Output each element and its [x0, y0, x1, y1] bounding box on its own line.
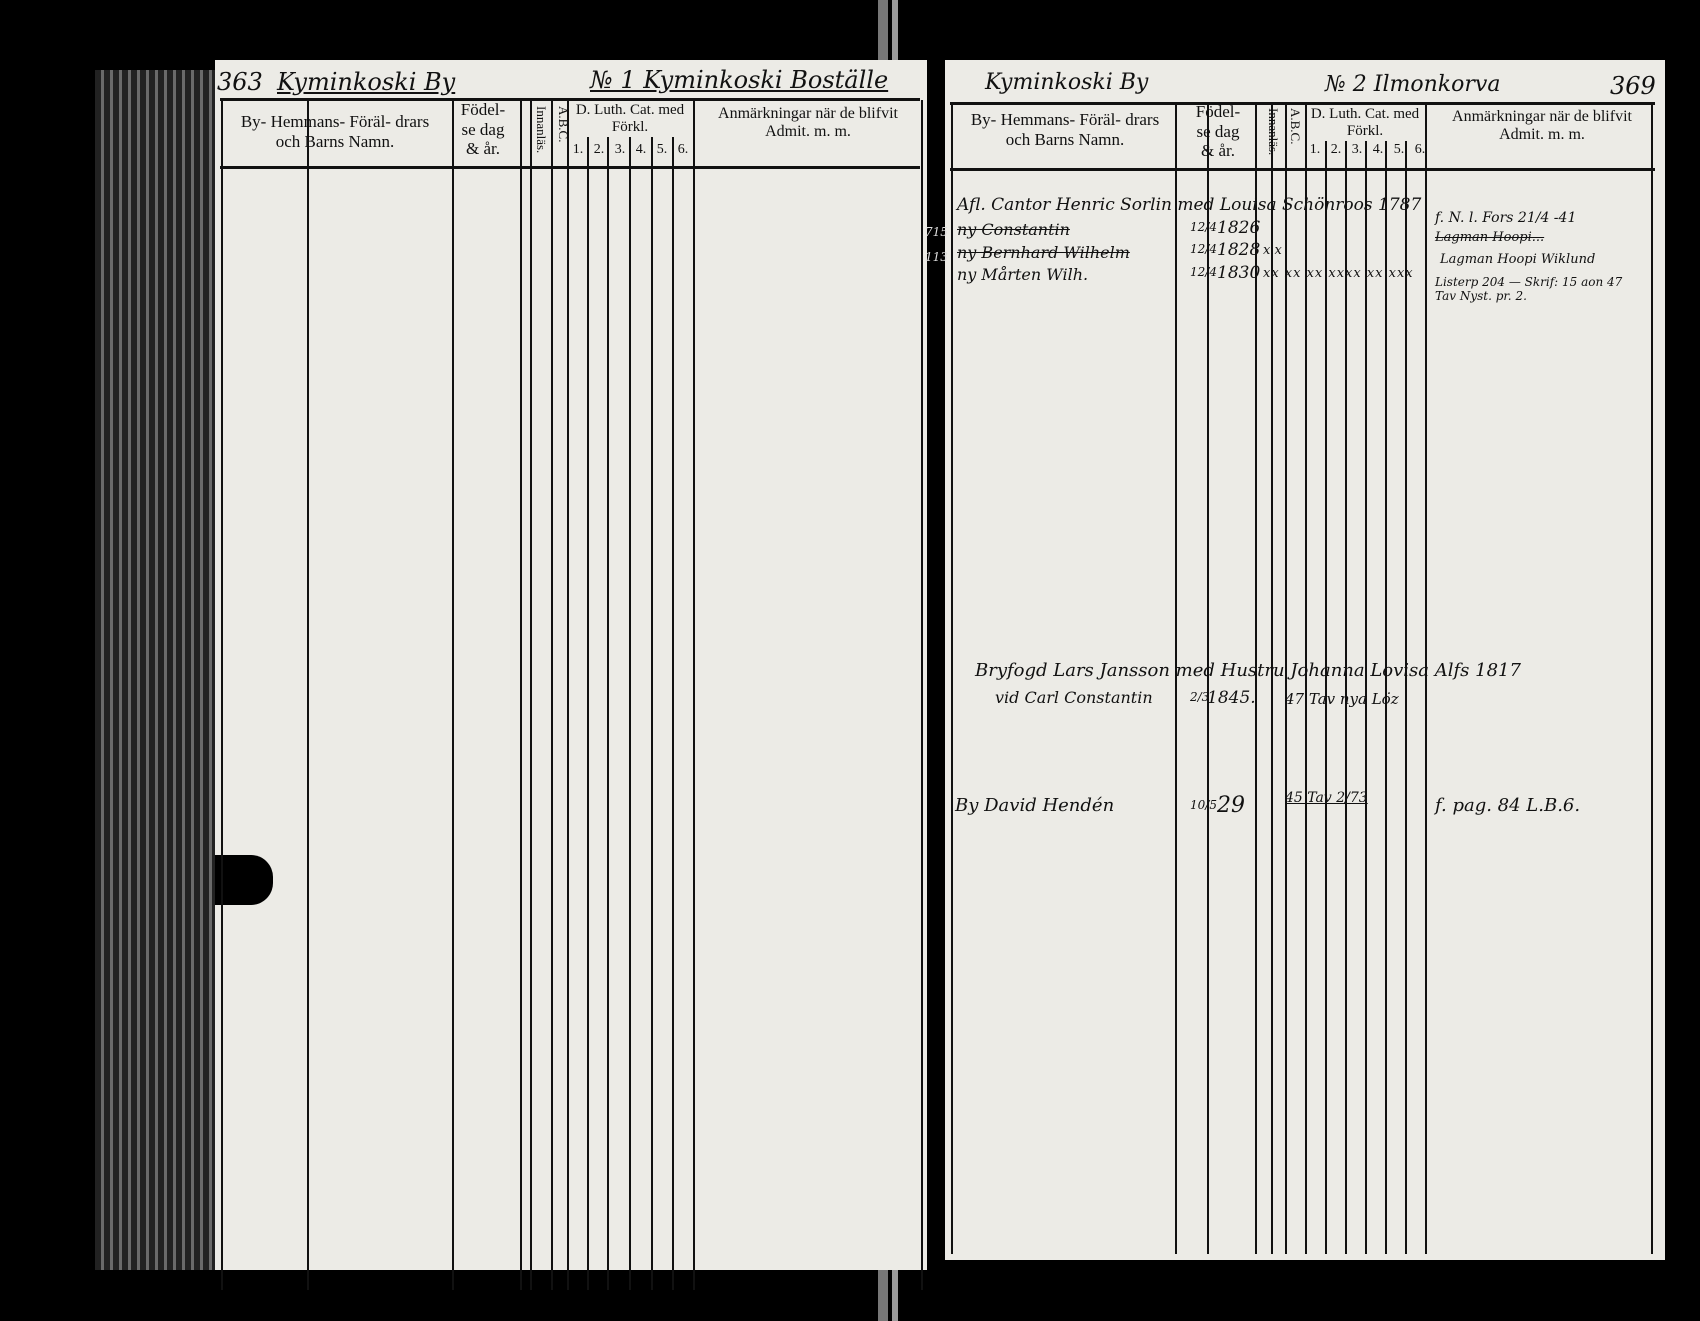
- header-bottom-rule: [220, 166, 920, 169]
- column-rule: [1425, 104, 1427, 1254]
- book-edge: [95, 70, 215, 1270]
- column-rule: [1207, 104, 1209, 1254]
- col-number-5: 5.: [656, 142, 668, 157]
- column-rule: [520, 100, 522, 1290]
- column-rule: [672, 136, 674, 1290]
- column-rule: [307, 100, 309, 1290]
- entry-birth-year: 1830: [1217, 263, 1261, 283]
- entry-remark: Lagman Hoopi...: [1435, 230, 1545, 245]
- entry-birth-year: 29: [1217, 793, 1245, 818]
- column-rule: [530, 100, 532, 1290]
- column-rule: [587, 136, 589, 1290]
- column-rule: [951, 104, 953, 1254]
- col-number-1: 1.: [572, 142, 584, 157]
- farm-heading: № 2 Ilmonkorva: [1325, 72, 1501, 97]
- entry-birth-date: 12/4: [1190, 242, 1217, 256]
- col-number-1: 1.: [1309, 142, 1321, 157]
- entry-birth-date: 2/3: [1190, 690, 1210, 704]
- col-number-3: 3.: [1351, 142, 1363, 157]
- page-number: 363: [217, 68, 263, 96]
- column-rule: [1385, 140, 1387, 1254]
- column-rule: [651, 136, 653, 1290]
- column-rule: [1345, 140, 1347, 1254]
- page-number: 369: [1610, 72, 1656, 100]
- column-rule: [221, 100, 223, 1290]
- col-abc-header: A.B.C.: [1287, 108, 1303, 145]
- col-names-header: By- Hemmans- Föräl- drars och Barns Namn…: [970, 110, 1160, 149]
- header-top-rule: [950, 102, 1655, 105]
- column-rule: [1175, 104, 1177, 1254]
- col-number-2: 2.: [593, 142, 605, 157]
- col-abc-header: A.B.C.: [555, 106, 571, 143]
- entry-remark: Listerp 204 — Skrif: 15 aon 47 Tav Nyst.…: [1435, 275, 1623, 303]
- entry-child-name: ny Mårten Wilh.: [957, 265, 1089, 284]
- margin-number: 113: [925, 250, 948, 264]
- entry-birth-year: 1845.: [1207, 688, 1256, 708]
- right-page: Kyminkoski By № 2 Ilmonkorva 369 By- Hem…: [925, 60, 1665, 1260]
- col-catechism-header: D. Luth. Cat. med Förkl.: [571, 102, 689, 137]
- entry-birth-year: 1826: [1217, 218, 1261, 238]
- col-reading-header: Innanläs.: [533, 106, 549, 154]
- column-rule: [629, 136, 631, 1290]
- header-bottom-rule: [950, 168, 1655, 171]
- farm-heading: № 1 Kyminkoski Boställe: [590, 66, 889, 94]
- column-rule: [1271, 104, 1273, 1254]
- column-rule: [693, 100, 695, 1290]
- column-rule: [1325, 140, 1327, 1254]
- col-remarks-header: Anmärkningar när de blifvit Admit. m. m.: [718, 105, 898, 141]
- entry-remark: 47 Tav nya Löz: [1285, 690, 1399, 708]
- col-number-3: 3.: [614, 142, 626, 157]
- column-rule: [1365, 140, 1367, 1254]
- entry-birth-date: 10/5: [1190, 798, 1217, 812]
- column-rule: [1405, 140, 1407, 1254]
- col-number-5: 5.: [1393, 142, 1405, 157]
- col-number-4: 4.: [635, 142, 647, 157]
- margin-number: 715: [925, 225, 948, 239]
- village-heading: Kyminkoski By: [985, 70, 1149, 95]
- column-rule: [1255, 104, 1257, 1254]
- col-number-6: 6.: [677, 142, 689, 157]
- entry-household-head: By David Hendén: [955, 795, 1115, 816]
- entry-marks: 45 Tav 2/73: [1285, 790, 1368, 806]
- column-rule: [452, 100, 454, 1290]
- column-rule: [921, 100, 923, 1290]
- entry-birth-date: 12/4: [1190, 220, 1217, 234]
- entry-marks: xx xx xx xxxx xx xxx: [1263, 266, 1414, 281]
- entry-remark: f. N. l. Fors 21/4 -41: [1435, 210, 1577, 226]
- column-rule: [1305, 104, 1307, 1254]
- column-rule: [1285, 104, 1287, 1254]
- header-top-rule: [220, 98, 920, 101]
- col-reading-header: Innanläs.: [1265, 108, 1281, 156]
- bookmark-tab: [215, 855, 273, 905]
- entry-child-name: ny Bernhard Wilhelm: [957, 243, 1130, 262]
- entry-birth-date: 12/4: [1190, 265, 1217, 279]
- col-number-6: 6.: [1414, 142, 1426, 157]
- entry-remark: Lagman Hoopi Wiklund: [1440, 252, 1596, 267]
- entry-birth-year: 1828: [1217, 240, 1261, 260]
- entry-remark: f. pag. 84 L.B.6.: [1435, 795, 1581, 816]
- entry-household-head: Afl. Cantor Henric Sorlin med Louisa Sch…: [957, 195, 1422, 215]
- entry-child-name: ny Constantin: [957, 220, 1070, 239]
- col-number-4: 4.: [1372, 142, 1384, 157]
- column-rule: [567, 100, 569, 1290]
- col-names-header: By- Hemmans- Föräl- drars och Barns Namn…: [240, 112, 430, 151]
- col-birth-header: Födel- se dag & år.: [460, 100, 506, 159]
- column-rule: [1651, 104, 1653, 1254]
- entry-marks: x x: [1263, 243, 1282, 258]
- col-number-2: 2.: [1330, 142, 1342, 157]
- column-rule: [551, 100, 553, 1290]
- left-page: 363 Kyminkoski By № 1 Kyminkoski Boställ…: [215, 60, 927, 1290]
- entry-child-name: vid Carl Constantin: [995, 688, 1153, 707]
- village-heading: Kyminkoski By: [277, 68, 456, 96]
- column-rule: [607, 136, 609, 1290]
- entry-household-head: Bryfogd Lars Jansson med Hustru Johanna …: [975, 660, 1521, 681]
- col-catechism-header: D. Luth. Cat. med Förkl.: [1307, 106, 1423, 141]
- col-remarks-header: Anmärkningar när de blifvit Admit. m. m.: [1452, 108, 1632, 144]
- col-birth-header: Födel- se dag & år.: [1195, 102, 1241, 161]
